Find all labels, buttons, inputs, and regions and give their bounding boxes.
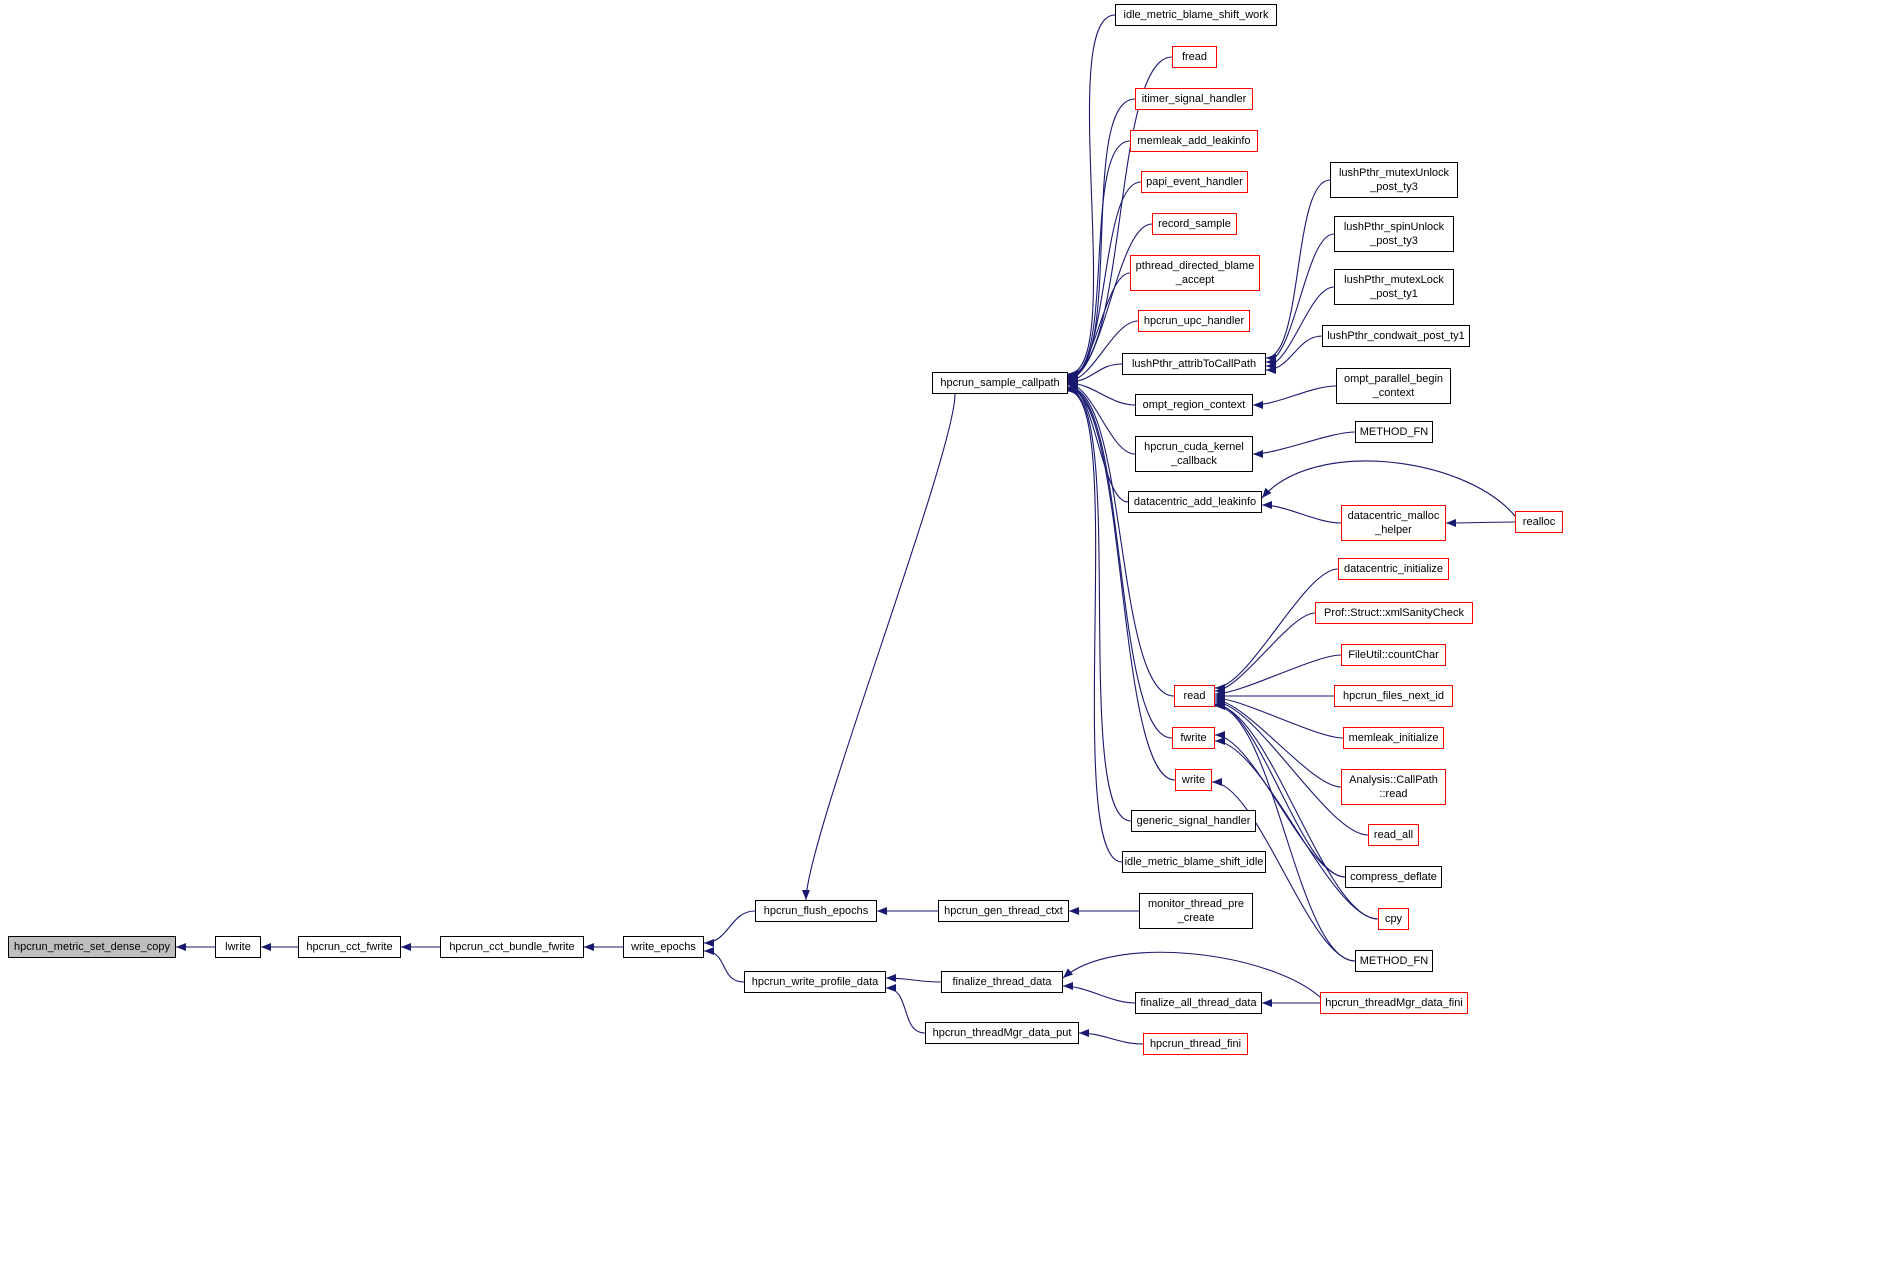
graph-node-idle_shift_idle[interactable]: idle_metric_blame_shift_idle	[1122, 851, 1266, 873]
edge-flush_epochs-to-write_epochs	[703, 910, 756, 947]
edge-method_fn_bottom-to-read	[1214, 702, 1356, 962]
graph-node-upc_handler[interactable]: hpcrun_upc_handler	[1138, 310, 1250, 332]
graph-node-main: hpcrun_metric_set_dense_copy	[8, 936, 176, 958]
graph-node-memleak_initialize[interactable]: memleak_initialize	[1343, 727, 1444, 749]
graph-node-xml_sanity_check[interactable]: Prof::Struct::xmlSanityCheck	[1315, 602, 1473, 624]
graph-node-cct_bundle_fwrite[interactable]: hpcrun_cct_bundle_fwrite	[440, 936, 584, 958]
graph-node-lwrite[interactable]: lwrite	[215, 936, 261, 958]
edge-cpy-to-read	[1214, 701, 1379, 920]
graph-node-cpy[interactable]: cpy	[1378, 908, 1409, 930]
graph-node-cuda_kernel_callback[interactable]: hpcrun_cuda_kernel _callback	[1135, 436, 1253, 472]
graph-node-datacentric_initialize[interactable]: datacentric_initialize	[1338, 558, 1449, 580]
edge-datacentric_initialize-to-read	[1214, 568, 1339, 692]
graph-node-countchar[interactable]: FileUtil::countChar	[1341, 644, 1446, 666]
graph-node-ompt_region_context[interactable]: ompt_region_context	[1135, 394, 1253, 416]
edge-generic_signal_handler-to-sample_callpath	[1067, 386, 1132, 822]
graph-node-monitor_thread_pre_create[interactable]: monitor_thread_pre _create	[1139, 893, 1253, 929]
graph-node-cct_fwrite[interactable]: hpcrun_cct_fwrite	[298, 936, 401, 958]
graph-node-memleak_add_leakinfo[interactable]: memleak_add_leakinfo	[1130, 130, 1258, 152]
graph-node-lush_spin_unlock[interactable]: lushPthr_spinUnlock _post_ty3	[1334, 216, 1454, 252]
graph-node-generic_signal_handler[interactable]: generic_signal_handler	[1131, 810, 1256, 832]
edge-itimer_signal_handler-to-sample_callpath	[1067, 98, 1136, 380]
graph-node-threadmgr_data_fini[interactable]: hpcrun_threadMgr_data_fini	[1320, 992, 1468, 1014]
edge-fwrite-to-sample_callpath	[1067, 384, 1173, 739]
edge-lush_mutex_lock-to-lush_attrib	[1265, 286, 1335, 370]
edge-thread_fini-to-threadmgr_data_put	[1078, 1029, 1144, 1045]
graph-node-lush_attrib[interactable]: lushPthr_attribToCallPath	[1122, 353, 1266, 375]
edge-datacentric_malloc_helper-to-datacentric_add_leakinfo	[1261, 501, 1342, 524]
edge-idle_shift_idle-to-sample_callpath	[1067, 387, 1123, 863]
edge-write-to-sample_callpath	[1067, 385, 1176, 781]
edge-threadmgr_data_fini-to-finalize_thread_data	[1062, 951, 1321, 998]
graph-node-record_sample[interactable]: record_sample	[1152, 213, 1237, 235]
edge-lush_mutex_unlock-to-lush_attrib	[1265, 179, 1331, 362]
edge-sample_callpath-to-flush_epochs	[802, 393, 956, 901]
edge-threadmgr_data_put-to-write_profile_data	[885, 984, 926, 1034]
graph-node-method_fn_top[interactable]: METHOD_FN	[1355, 421, 1433, 443]
graph-node-itimer_signal_handler[interactable]: itimer_signal_handler	[1135, 88, 1253, 110]
edge-memleak_initialize-to-read	[1214, 694, 1344, 739]
graph-node-realloc[interactable]: realloc	[1515, 511, 1563, 533]
edge-pthread_blame_accept-to-sample_callpath	[1067, 272, 1131, 384]
graph-node-finalize_thread_data[interactable]: finalize_thread_data	[941, 971, 1063, 993]
graph-node-sample_callpath[interactable]: hpcrun_sample_callpath	[932, 372, 1068, 394]
edge-idle_shift_work-to-sample_callpath	[1067, 14, 1116, 378]
graph-node-lush_condwait[interactable]: lushPthr_condwait_post_ty1	[1322, 325, 1470, 347]
edge-method_fn_bottom-to-write	[1211, 778, 1356, 962]
graph-node-compress_deflate[interactable]: compress_deflate	[1345, 866, 1442, 888]
graph-node-write[interactable]: write	[1175, 769, 1212, 791]
edge-memleak_add_leakinfo-to-sample_callpath	[1067, 140, 1131, 381]
edge-callpath_read-to-read	[1214, 696, 1342, 788]
graph-node-datacentric_add_leakinfo[interactable]: datacentric_add_leakinfo	[1128, 491, 1262, 513]
edge-read_all-to-read	[1214, 698, 1369, 836]
graph-node-fread[interactable]: fread	[1172, 46, 1217, 68]
graph-node-callpath_read[interactable]: Analysis::CallPath ::read	[1341, 769, 1446, 805]
edge-lush_spin_unlock-to-lush_attrib	[1265, 233, 1335, 366]
edge-compress_deflate-to-fwrite	[1214, 731, 1346, 878]
edge-lush_condwait-to-lush_attrib	[1265, 335, 1323, 374]
graph-node-pthread_blame_accept[interactable]: pthread_directed_blame _accept	[1130, 255, 1260, 291]
edge-read-to-sample_callpath	[1067, 383, 1175, 697]
graph-node-thread_fini[interactable]: hpcrun_thread_fini	[1143, 1033, 1248, 1055]
graph-node-datacentric_malloc_helper[interactable]: datacentric_malloc _helper	[1341, 505, 1446, 541]
edge-method_fn_top-to-cuda_kernel_callback	[1252, 431, 1356, 458]
graph-node-lush_mutex_unlock[interactable]: lushPthr_mutexUnlock _post_ty3	[1330, 162, 1458, 198]
graph-node-ompt_parallel_begin[interactable]: ompt_parallel_begin _context	[1336, 368, 1451, 404]
edge-cpy-to-fwrite	[1214, 737, 1379, 920]
edge-realloc-to-datacentric_malloc_helper	[1445, 518, 1516, 527]
graph-node-threadmgr_data_put[interactable]: hpcrun_threadMgr_data_put	[925, 1022, 1079, 1044]
graph-node-gen_thread_ctxt[interactable]: hpcrun_gen_thread_ctxt	[938, 900, 1069, 922]
edge-realloc-to-datacentric_add_leakinfo	[1261, 460, 1516, 517]
graph-node-papi_event_handler[interactable]: papi_event_handler	[1141, 171, 1248, 193]
edge-record_sample-to-sample_callpath	[1067, 223, 1153, 383]
edge-write_profile_data-to-write_epochs	[703, 947, 745, 983]
edge-ompt_parallel_begin-to-ompt_region_context	[1252, 385, 1337, 409]
edge-xml_sanity_check-to-read	[1214, 612, 1316, 695]
edge-finalize_thread_data-to-write_profile_data	[885, 974, 942, 983]
graph-node-read_all[interactable]: read_all	[1368, 824, 1419, 846]
graph-node-idle_shift_work[interactable]: idle_metric_blame_shift_work	[1115, 4, 1277, 26]
edge-countchar-to-read	[1214, 654, 1342, 698]
graph-node-lush_mutex_lock[interactable]: lushPthr_mutexLock _post_ty1	[1334, 269, 1454, 305]
graph-node-fwrite[interactable]: fwrite	[1172, 727, 1215, 749]
graph-node-flush_epochs[interactable]: hpcrun_flush_epochs	[755, 900, 877, 922]
graph-node-finalize_all_thread_data[interactable]: finalize_all_thread_data	[1135, 992, 1262, 1014]
graph-node-write_profile_data[interactable]: hpcrun_write_profile_data	[744, 971, 886, 993]
graph-node-read[interactable]: read	[1174, 685, 1215, 707]
graph-node-files_next_id[interactable]: hpcrun_files_next_id	[1334, 685, 1453, 707]
graph-node-method_fn_bottom[interactable]: METHOD_FN	[1355, 950, 1433, 972]
edge-finalize_all_thread_data-to-finalize_thread_data	[1062, 982, 1136, 1004]
graph-node-write_epochs[interactable]: write_epochs	[623, 936, 704, 958]
edge-ompt_region_context-to-sample_callpath	[1067, 379, 1136, 406]
